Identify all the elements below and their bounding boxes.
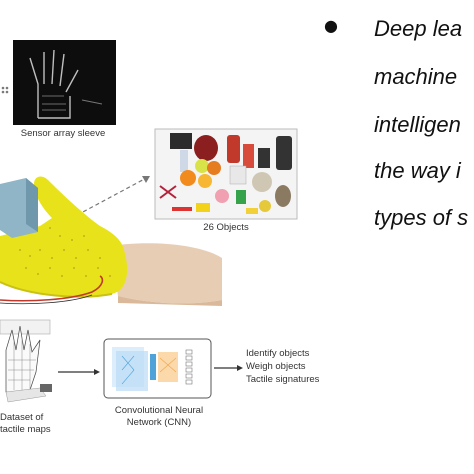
dataset-caption-line2: tactile maps <box>0 424 51 435</box>
figure-panel: Sensor array sleeve 26 Objects Dataset o… <box>0 40 320 435</box>
slide-line-4: the way i <box>374 158 461 183</box>
arm <box>110 243 222 306</box>
cnn-caption-line1: Convolutional Neural <box>114 405 204 416</box>
output-signatures: Tactile signatures <box>246 374 320 385</box>
slide-line-5: types of s <box>374 205 469 230</box>
tactile-map-stack <box>0 319 52 403</box>
cnn-caption-line2: Network (CNN) <box>126 417 192 428</box>
slide-line-3: intelligen <box>374 112 461 137</box>
slide-line-1: Deep lea <box>374 16 463 41</box>
cnn-box <box>103 338 212 399</box>
red-wire <box>0 275 104 302</box>
glove <box>0 176 128 298</box>
dataset-caption-line1: Dataset of <box>0 412 44 423</box>
slide-line-2: machine <box>374 64 458 89</box>
objects-photo <box>154 128 298 220</box>
output-weigh: Weigh objects <box>246 361 306 372</box>
figure-graphics <box>0 40 298 403</box>
blue-cube <box>0 178 38 238</box>
output-identify: Identify objects <box>246 348 310 359</box>
sensor-caption: Sensor array sleeve <box>20 128 106 139</box>
sleeve-pointer <box>1 86 9 94</box>
slide-text-panel: ● Deep lea machine intelligen the way i … <box>320 0 474 474</box>
bullet-icon: ● <box>324 16 338 35</box>
sensor-sleeve-photo <box>13 40 116 125</box>
objects-caption: 26 Objects <box>203 222 249 233</box>
